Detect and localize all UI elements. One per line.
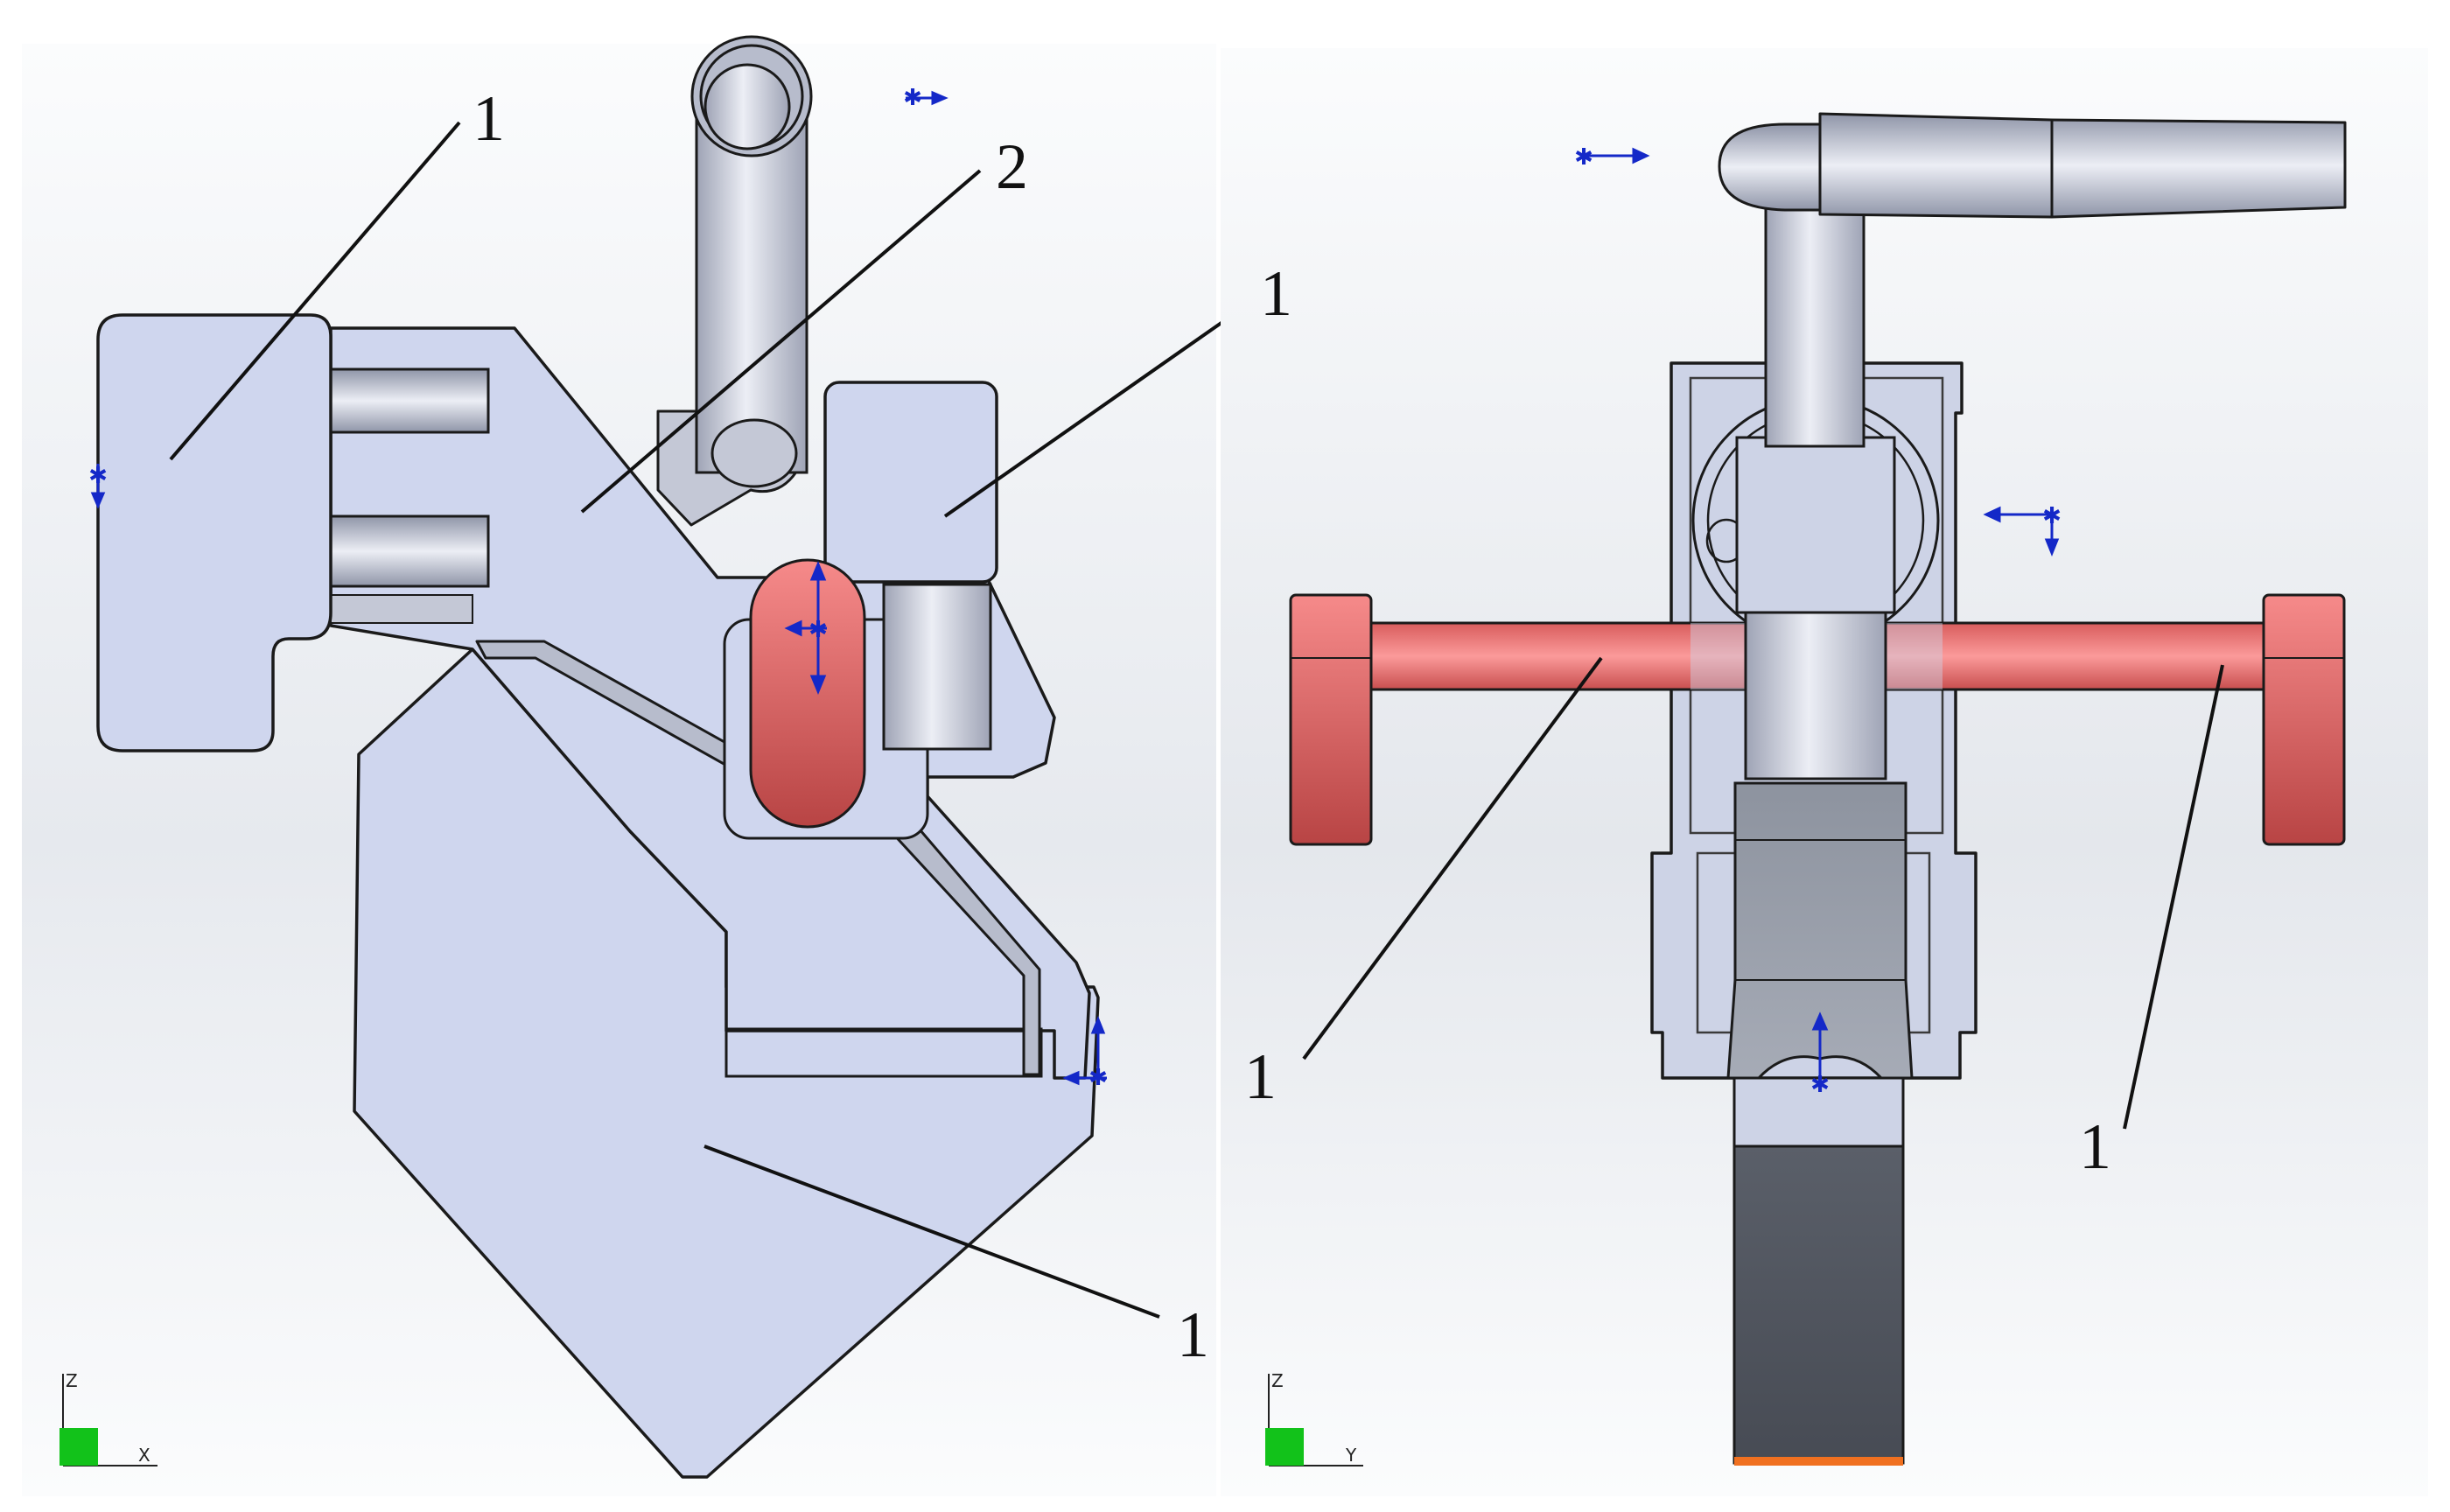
eccentric-slot-highlight bbox=[749, 558, 866, 829]
asterisk-markers-right: ✱ ✱ ✱ bbox=[1574, 144, 2062, 1098]
handle-cap-ball bbox=[704, 63, 791, 150]
callout-left-middle: 2 bbox=[996, 131, 1028, 203]
jaw-upper bbox=[1732, 1076, 1905, 1154]
handle-knob bbox=[1718, 122, 1822, 212]
part-2-body bbox=[329, 326, 1091, 1080]
callout-left-right: 1 bbox=[1260, 258, 1292, 330]
leader-lines-right bbox=[1302, 656, 2224, 1130]
part-1-right-block bbox=[823, 381, 998, 584]
pin-upper bbox=[329, 368, 490, 434]
triad-x-label: X bbox=[138, 1445, 150, 1466]
leader-lines-left bbox=[169, 121, 1253, 1319]
right-view: ✱ ✱ ✱ Z Y bbox=[1221, 48, 2428, 1496]
callout-labels: 1 2 1 1 1 1 bbox=[472, 83, 2111, 1371]
handle-arm bbox=[1818, 112, 2347, 219]
center-cylinder bbox=[1744, 611, 1887, 780]
asterisk-markers: ✱ ✱ ✱ ✱ bbox=[88, 85, 1108, 1091]
svg-text:✱: ✱ bbox=[88, 463, 108, 489]
svg-text:✱: ✱ bbox=[903, 85, 922, 111]
jaw-bottom-strip bbox=[1734, 1457, 1903, 1466]
svg-text:✱: ✱ bbox=[1088, 1065, 1108, 1091]
svg-text:✱: ✱ bbox=[808, 617, 828, 643]
callout-left-bottom: 1 bbox=[1177, 1299, 1209, 1371]
svg-text:✱: ✱ bbox=[2042, 503, 2062, 529]
reference-arrows bbox=[90, 90, 1107, 1086]
triad-z-label: Z bbox=[66, 1370, 78, 1391]
left-view: ✱ ✱ ✱ ✱ Z X bbox=[22, 35, 1253, 1496]
left-axis-triad: Z X bbox=[60, 1370, 158, 1466]
jaw-steel bbox=[1732, 1144, 1905, 1465]
red-bar-left-end bbox=[1289, 593, 1373, 846]
part-1-left-block bbox=[96, 313, 332, 752]
triad-y-label: Y bbox=[1345, 1445, 1357, 1466]
handle-riser bbox=[1764, 182, 1866, 448]
reference-arrows-right bbox=[1584, 147, 2060, 1085]
handle-tube-vertical bbox=[695, 94, 808, 474]
pin-shadow-band bbox=[330, 594, 473, 624]
callout-right-right: 1 bbox=[2079, 1111, 2111, 1183]
triad-z-label: Z bbox=[1271, 1370, 1284, 1391]
callout-right-left: 1 bbox=[1244, 1041, 1277, 1113]
red-bar-right-end bbox=[2262, 593, 2346, 846]
guide-cylinder bbox=[882, 583, 992, 751]
handle-tube-end bbox=[710, 418, 798, 488]
pin-lower bbox=[329, 514, 490, 588]
right-axis-triad: Z Y bbox=[1265, 1370, 1363, 1466]
triad-origin-box bbox=[1265, 1428, 1304, 1466]
svg-text:✱: ✱ bbox=[1574, 144, 1593, 171]
square-block bbox=[1735, 436, 1896, 614]
callout-left-top: 1 bbox=[472, 83, 505, 155]
svg-text:✱: ✱ bbox=[1810, 1072, 1830, 1098]
triad-origin-box bbox=[60, 1428, 98, 1466]
